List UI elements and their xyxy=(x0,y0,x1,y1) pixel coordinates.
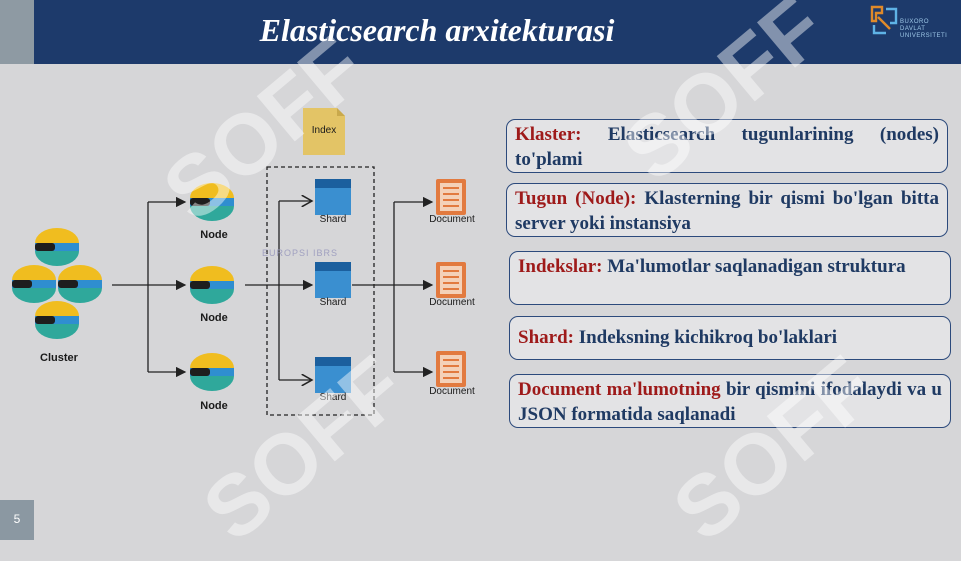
node-icon xyxy=(190,183,234,221)
document-label: Document xyxy=(429,297,475,308)
slide-header xyxy=(0,0,961,64)
definition-term: Document ma'lumotning xyxy=(518,379,721,400)
index-boundary xyxy=(266,166,375,416)
university-logo-icon xyxy=(870,5,898,35)
node-icon xyxy=(190,266,234,304)
node-label: Node xyxy=(200,229,228,241)
definition-term: Klaster: xyxy=(515,124,582,145)
definition-index: Indekslar: Ma'lumotlar saqlanadigan stru… xyxy=(509,251,951,305)
definition-text: Klasterning bir qismi bo'lgan bitta serv… xyxy=(515,188,939,234)
document-icon xyxy=(435,178,467,216)
university-logo: BUXORO DAVLAT UNIVERSITETI xyxy=(868,3,958,43)
cluster-label: Cluster xyxy=(40,352,79,364)
shard-icon xyxy=(315,262,351,298)
definition-shard: Shard: Indeksning kichikroq bo'laklari xyxy=(509,316,951,360)
shard-label: Shard xyxy=(320,392,347,403)
document-icon xyxy=(435,350,467,388)
definition-node: Tugun (Node): Klasterning bir qismi bo'l… xyxy=(506,183,948,237)
node-label: Node xyxy=(200,312,228,324)
logo-line-3: UNIVERSITETI xyxy=(900,33,948,39)
node-icon xyxy=(190,353,234,391)
slide-title: Elasticsearch arxitekturasi xyxy=(259,12,615,48)
watermark: SOFF xyxy=(655,338,894,560)
definition-text: bir qismini ifodalaydi va u JSON formati… xyxy=(518,379,942,425)
shard-label: Shard xyxy=(320,214,347,225)
definition-text: Ma'lumotlar saqlanadigan struktura xyxy=(602,256,906,277)
definition-term: Tugun (Node): xyxy=(515,188,637,209)
definition-term: Indekslar: xyxy=(518,256,603,277)
definition-text: Elasticsearch tugunlarining (nodes) to'p… xyxy=(515,124,939,170)
cluster-icon xyxy=(12,228,102,339)
node-label: Node xyxy=(200,400,228,412)
header-left-accent xyxy=(0,0,34,64)
definition-document: Document ma'lumotning bir qismini ifodal… xyxy=(509,374,951,428)
shard-icon xyxy=(315,179,351,215)
shard-label: Shard xyxy=(320,297,347,308)
logo-line-1: BUXORO xyxy=(900,19,930,25)
index-label: Index xyxy=(312,125,336,136)
document-label: Document xyxy=(429,386,475,397)
definition-text: Indeksning kichikroq bo'laklari xyxy=(573,327,838,348)
architecture-diagram: Cluster Node Node Node Index EUROPSI IBR… xyxy=(12,108,475,416)
page-number: 5 xyxy=(13,512,21,526)
shard-icon xyxy=(315,357,351,393)
index-icon xyxy=(303,108,345,155)
definition-term: Shard: xyxy=(518,327,574,348)
document-icon xyxy=(435,261,467,299)
definition-cluster: Klaster: Elasticsearch tugunlarining (no… xyxy=(506,119,948,173)
footer-accent xyxy=(0,500,34,540)
logo-text: BUXORO DAVLAT UNIVERSITETI xyxy=(900,19,947,40)
faded-label: EUROPSI IBRS xyxy=(262,248,338,258)
logo-line-2: DAVLAT xyxy=(900,26,926,32)
document-label: Document xyxy=(429,214,475,225)
